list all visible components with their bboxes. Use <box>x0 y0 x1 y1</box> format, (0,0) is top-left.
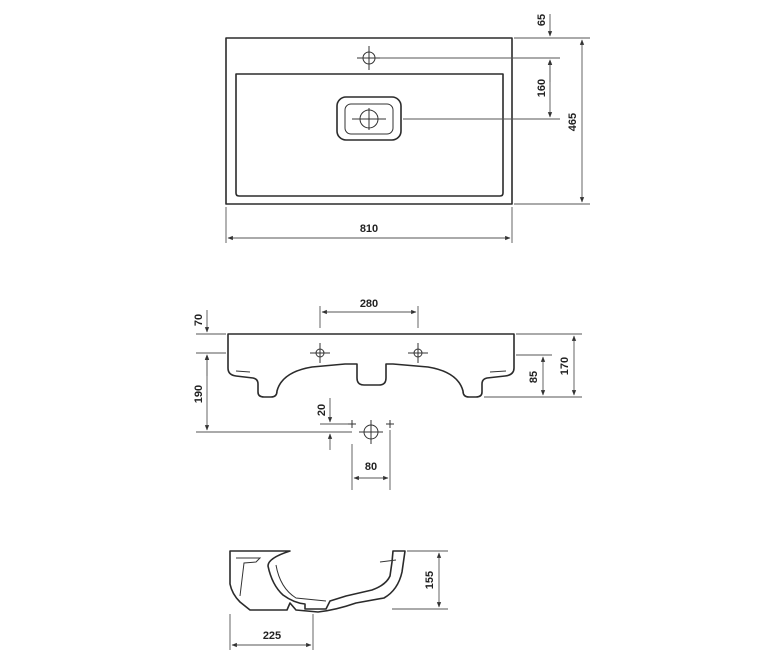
dim-front-side-height: 170 <box>484 333 582 398</box>
dim-label-160: 160 <box>536 79 548 97</box>
dim-label-810: 810 <box>360 223 378 235</box>
basin-outline-side <box>229 550 406 613</box>
dim-front-top-offset: 70 <box>193 310 226 376</box>
dim-bracket-horizontal: 80 <box>351 430 391 490</box>
dim-bracket-vertical: 20 <box>316 398 348 450</box>
dim-top-drain-offset: 160 <box>403 59 560 120</box>
side-inner-bowl <box>275 564 327 602</box>
dim-label-20: 20 <box>316 404 328 416</box>
drain-top <box>336 96 402 141</box>
fixing-hole-left <box>310 343 330 363</box>
dim-top-depth: 465 <box>514 39 590 205</box>
basin-outline-top <box>225 37 513 205</box>
dim-label-85: 85 <box>528 371 540 383</box>
basin-inner-bowl <box>235 73 504 197</box>
dim-label-170: 170 <box>559 357 571 375</box>
dim-label-465: 465 <box>567 113 579 131</box>
side-overflow-line <box>379 559 397 563</box>
dim-label-65: 65 <box>536 14 548 26</box>
side-inner-wall <box>236 557 262 597</box>
dim-front-tap-spacing: 280 <box>319 298 419 328</box>
front-view: 280 70 190 170 85 <box>193 298 582 490</box>
dim-label-225: 225 <box>263 630 281 642</box>
dim-top-tap-offset: 65 <box>380 14 590 82</box>
tap-hole-top <box>357 46 381 70</box>
fixing-hole-right <box>408 343 428 363</box>
dim-label-280: 280 <box>360 298 378 310</box>
side-view: 155 225 <box>229 550 448 650</box>
dim-label-70: 70 <box>193 314 205 326</box>
dim-label-80: 80 <box>365 461 377 473</box>
dim-front-height: 190 <box>193 354 352 433</box>
wall-bracket-pattern <box>348 420 394 444</box>
dim-side-height: 155 <box>392 550 448 610</box>
top-view: 810 65 160 465 <box>225 14 590 243</box>
dim-top-width: 810 <box>225 207 513 243</box>
front-inner-line-right <box>489 370 507 373</box>
dim-side-depth: 225 <box>229 614 314 650</box>
front-inner-line <box>235 370 251 373</box>
dim-label-190: 190 <box>193 385 205 403</box>
basin-outline-front <box>227 333 515 398</box>
dim-front-inner-height: 85 <box>516 354 552 396</box>
dim-label-155: 155 <box>424 571 436 589</box>
